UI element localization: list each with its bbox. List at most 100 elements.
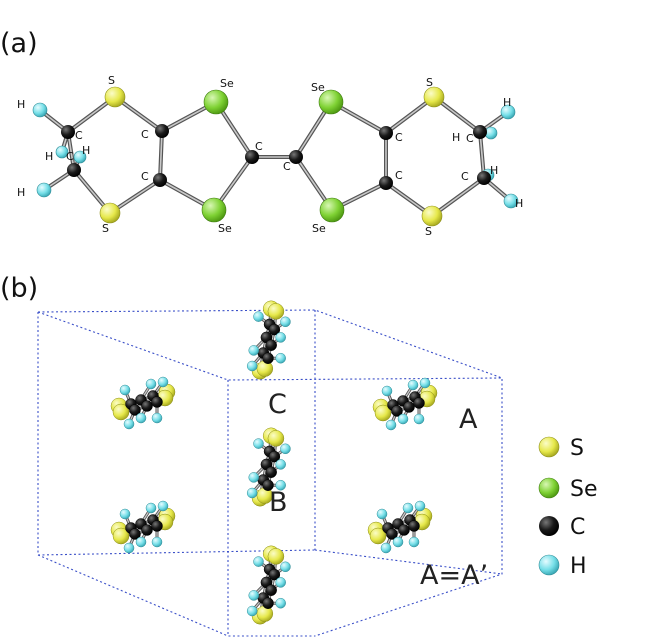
crystal-atom-h — [248, 472, 259, 483]
crystal-atom-h — [151, 536, 163, 548]
crystal-atom-h — [253, 556, 264, 567]
crystal-atom-h — [248, 590, 259, 601]
molecule-label-a: A — [459, 404, 478, 435]
crystal-atom-h — [407, 379, 419, 391]
atom-c — [379, 176, 393, 190]
atom-h — [32, 102, 48, 118]
crystal-atom-c — [403, 401, 415, 413]
crystal-atom-c — [151, 396, 163, 408]
crystal-atom-c — [141, 524, 153, 536]
molecule-label-b: B — [269, 487, 288, 518]
atom-c — [245, 150, 259, 164]
label-h: H — [17, 98, 25, 111]
atom-c — [67, 163, 81, 177]
label-h: H — [45, 150, 53, 163]
crystal-atom-h — [385, 419, 397, 431]
atom-c — [153, 173, 167, 187]
crystal-atom-c — [141, 400, 153, 412]
crystal-atom-s — [112, 403, 130, 421]
label-h: H — [490, 164, 498, 177]
label-h: H — [503, 96, 511, 109]
crystal-atom-c — [265, 339, 277, 351]
atom-c — [477, 171, 491, 185]
label-h: H — [452, 131, 460, 144]
atom-s — [421, 205, 443, 227]
crystal-atom-h — [280, 316, 291, 328]
atom-h — [500, 104, 516, 120]
crystal-atom-h — [157, 376, 169, 388]
crystal-atom-h — [376, 508, 388, 520]
crystal-atom-c — [129, 404, 141, 416]
atom-se — [318, 89, 344, 115]
atom-se — [319, 197, 345, 223]
label-se: Se — [311, 81, 325, 94]
crystal-molecule — [246, 427, 291, 507]
crystal-atom-c — [413, 397, 425, 409]
crystal-atom-h — [275, 332, 286, 343]
legend-label-s: S — [570, 436, 584, 461]
crystal-atom-c — [268, 568, 281, 581]
crystal-atom-c — [151, 520, 163, 532]
crystal-atom-c — [386, 528, 398, 540]
molecule-structure: S S S S Se Se Se Se C C C C C C C C C C … — [17, 74, 523, 238]
label-s: S — [425, 225, 432, 238]
crystal-atom-h — [419, 377, 431, 389]
crystal-atom-h — [275, 577, 286, 588]
atom-c — [379, 126, 393, 140]
label-se: Se — [218, 222, 232, 235]
label-c: C — [66, 150, 74, 163]
crystal-atom-c — [398, 524, 410, 536]
crystal-atom-c — [268, 450, 281, 463]
crystal-atom-c — [391, 405, 403, 417]
crystal-atom-h — [145, 378, 157, 390]
crystal-atom-h — [275, 459, 286, 470]
crystal-atom-h — [145, 502, 157, 514]
atom-se — [203, 89, 229, 115]
crystal-atom-h — [413, 413, 425, 425]
crystal-atom-s — [267, 548, 285, 565]
crystal-atom-h — [275, 479, 286, 491]
molecule-atoms — [32, 86, 519, 227]
crystal-molecule — [246, 545, 291, 625]
legend-label-h: H — [570, 554, 587, 579]
crystal-atom-h — [246, 605, 258, 617]
label-h: H — [17, 186, 25, 199]
label-c: C — [466, 132, 474, 145]
crystal-atom-h — [392, 536, 404, 548]
crystal-molecule — [372, 377, 438, 431]
crystal-atom-c — [129, 528, 141, 540]
atom-s — [423, 86, 445, 108]
crystal-atom-c — [262, 352, 274, 364]
crystal-atom-h — [408, 536, 420, 548]
legend-item-se: Se — [538, 477, 598, 502]
label-s: S — [108, 74, 115, 87]
crystal-atom-h — [414, 500, 426, 512]
crystal-atom-h — [119, 508, 131, 520]
label-c: C — [283, 160, 291, 173]
crystal-atom-h — [157, 500, 169, 512]
crystal-atom-h — [246, 360, 258, 372]
crystal-atom-h — [402, 502, 414, 514]
crystal-atom-c — [262, 597, 274, 609]
legend-label-c: C — [570, 515, 585, 540]
label-se: Se — [312, 222, 326, 235]
crystal-atom-h — [253, 438, 264, 449]
crystal-atom-c — [408, 520, 420, 532]
crystal-atom-h — [246, 487, 258, 499]
atom-h — [36, 182, 52, 198]
crystal-atom-s — [369, 527, 387, 545]
crystal-atom-c — [262, 479, 274, 491]
legend-label-se: Se — [570, 477, 598, 502]
label-h: H — [82, 144, 90, 157]
label-c: C — [141, 170, 149, 183]
crystal-atom-h — [135, 412, 147, 424]
label-s: S — [102, 222, 109, 235]
crystal-atom-h — [381, 385, 393, 397]
atom-h — [503, 193, 519, 209]
crystal-atom-h — [275, 352, 286, 364]
atom-se — [201, 197, 227, 223]
atom-h — [73, 150, 87, 164]
legend-item-h: H — [538, 554, 587, 579]
crystal-atom-c — [265, 466, 277, 478]
crystal-atom-h — [280, 561, 291, 573]
